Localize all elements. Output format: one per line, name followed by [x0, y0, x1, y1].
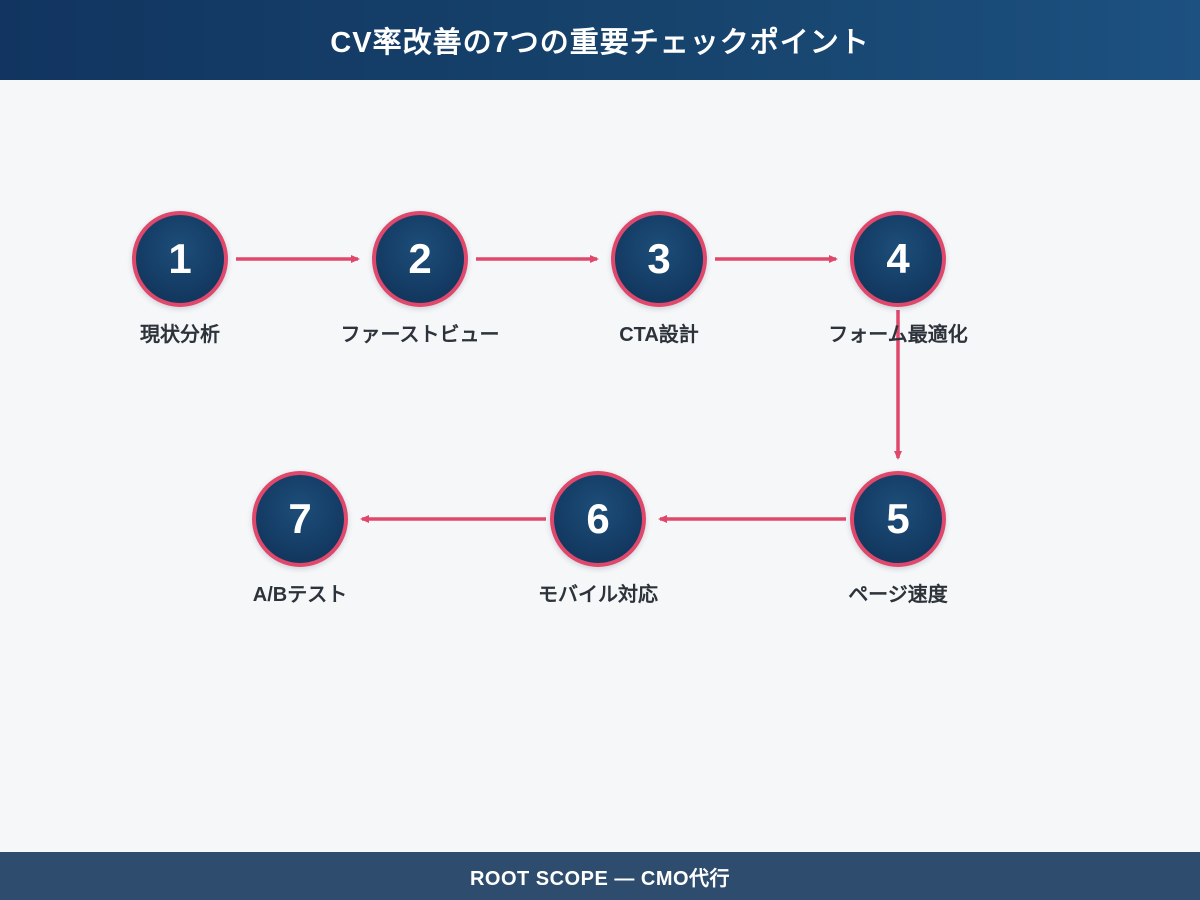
flow-node-7: 7 A/Bテスト — [200, 471, 400, 607]
footer-bar: ROOT SCOPE — CMO代行 — [0, 852, 1200, 900]
footer-brand-text: ROOT SCOPE — CMO代行 — [469, 867, 731, 890]
node-number: 6 — [586, 495, 610, 542]
node-circle: 3 — [611, 211, 707, 307]
node-label: ファーストビュー — [340, 324, 500, 346]
node-label: フォーム最適化 — [828, 324, 968, 346]
flow-node-1: 1 現状分析 — [80, 211, 280, 347]
node-label: モバイル対応 — [538, 584, 658, 606]
node-circle: 4 — [850, 211, 946, 307]
node-circle: 2 — [372, 211, 468, 307]
page-title: CV率改善の7つの重要チェックポイント — [330, 27, 870, 59]
node-circle: 5 — [850, 471, 946, 567]
node-circle: 6 — [550, 471, 646, 567]
node-number: 5 — [886, 495, 910, 542]
node-number: 7 — [288, 495, 312, 542]
node-number: 3 — [647, 235, 671, 282]
node-label: ページ速度 — [848, 584, 948, 606]
node-label: A/Bテスト — [252, 584, 348, 606]
node-number: 1 — [168, 235, 192, 282]
flow-node-5: 5 ページ速度 — [798, 471, 998, 607]
node-circle: 1 — [132, 211, 228, 307]
flow-node-4: 4 フォーム最適化 — [798, 211, 998, 347]
header-bar: CV率改善の7つの重要チェックポイント — [0, 0, 1200, 80]
flow-node-2: 2 ファーストビュー — [320, 211, 520, 347]
node-number: 4 — [886, 235, 910, 282]
node-label: 現状分析 — [140, 324, 220, 346]
flow-node-3: 3 CTA設計 — [559, 211, 759, 347]
node-label: CTA設計 — [619, 324, 699, 346]
flow-node-6: 6 モバイル対応 — [498, 471, 698, 607]
node-circle: 7 — [252, 471, 348, 567]
node-number: 2 — [408, 235, 432, 282]
